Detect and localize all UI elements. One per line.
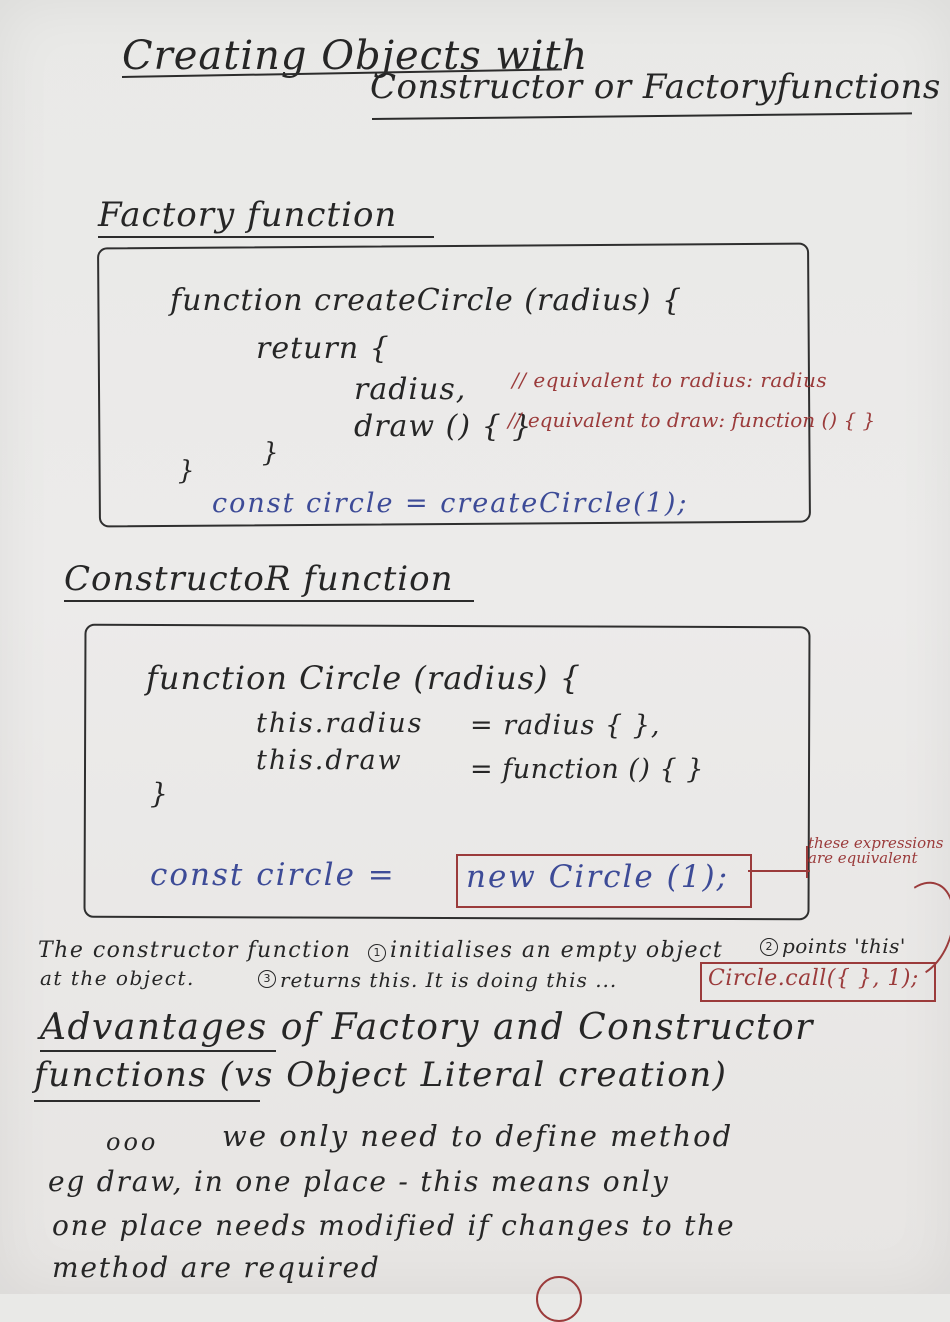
call-expression-box [700, 962, 936, 1002]
factory-code-line-1: function createCircle (radius) { [170, 283, 683, 318]
explanation-text-2: initialises an empty object [390, 938, 724, 963]
factory-code-line-2: return { [256, 331, 390, 366]
constructor-call-prefix: const circle = [150, 857, 396, 893]
advantages-body-line-1: we only need to define method [222, 1119, 734, 1153]
constructor-code-line-3b: = function () { } [470, 754, 704, 785]
factory-close-inner: } [262, 438, 280, 468]
advantages-heading-line-2: functions (vs Object Literal creation) [34, 1055, 728, 1095]
call-expression: Circle.call({ }, 1); [708, 966, 919, 991]
new-circle-highlight [456, 854, 752, 908]
explanation-text-4: at the object. [40, 966, 195, 990]
constructor-close: } [150, 777, 169, 810]
factory-heading: Factory function [98, 195, 398, 235]
constructor-heading: ConstructoR function [64, 559, 454, 599]
title-line-2: Constructor or Factoryfunctions [370, 67, 941, 107]
equivalent-note-text: these expressions are equivalent [808, 834, 944, 867]
constructor-heading-underline [64, 600, 474, 602]
factory-heading-underline [98, 236, 434, 238]
advantages-bullet: ooo [106, 1128, 159, 1156]
advantages-heading-line-1: Advantages of Factory and Constructor [40, 1007, 814, 1048]
factory-comment-1: // equivalent to radius: radius [512, 368, 828, 392]
factory-comment-2: // equivalent to draw: function () { } [508, 408, 876, 432]
step-2-marker: 2 [760, 938, 778, 956]
constructor-code-line-2b: = radius { }, [470, 710, 661, 741]
explanation-text-5: returns this. It is doing this ... [280, 968, 618, 992]
advantages-body-line-4: method are required [52, 1251, 381, 1284]
step-1-marker: 1 [368, 944, 386, 962]
advantages-underline-2 [34, 1100, 260, 1102]
factory-code-line-3: radius, [354, 372, 467, 407]
note-connector-line [748, 870, 810, 872]
step-3-marker: 3 [258, 970, 276, 988]
factory-code-line-4: draw () { } [354, 409, 533, 444]
advantages-underline-1 [40, 1050, 276, 1052]
explanation-text-3: points 'this' [782, 934, 906, 958]
constructor-code-line-1: function Circle (radius) { [146, 659, 582, 697]
title-underline-2 [371, 112, 912, 120]
constructor-code-line-2a: this.radius [256, 708, 424, 739]
advantages-body-line-3: one place needs modified if changes to t… [52, 1209, 736, 1242]
factory-call: const circle = createCircle(1); [212, 488, 689, 519]
factory-close-outer: } [178, 456, 196, 486]
equivalent-note: these expressions are equivalent [808, 836, 950, 866]
constructor-call-new: new Circle (1); [466, 859, 729, 895]
constructor-code-line-3a: this.draw [256, 745, 403, 776]
explanation-text-1: The constructor function [38, 938, 352, 963]
advantages-body-line-2: eg draw, in one place - this means only [48, 1165, 670, 1198]
partial-red-circle [536, 1276, 582, 1322]
note-box-edge [806, 846, 950, 878]
